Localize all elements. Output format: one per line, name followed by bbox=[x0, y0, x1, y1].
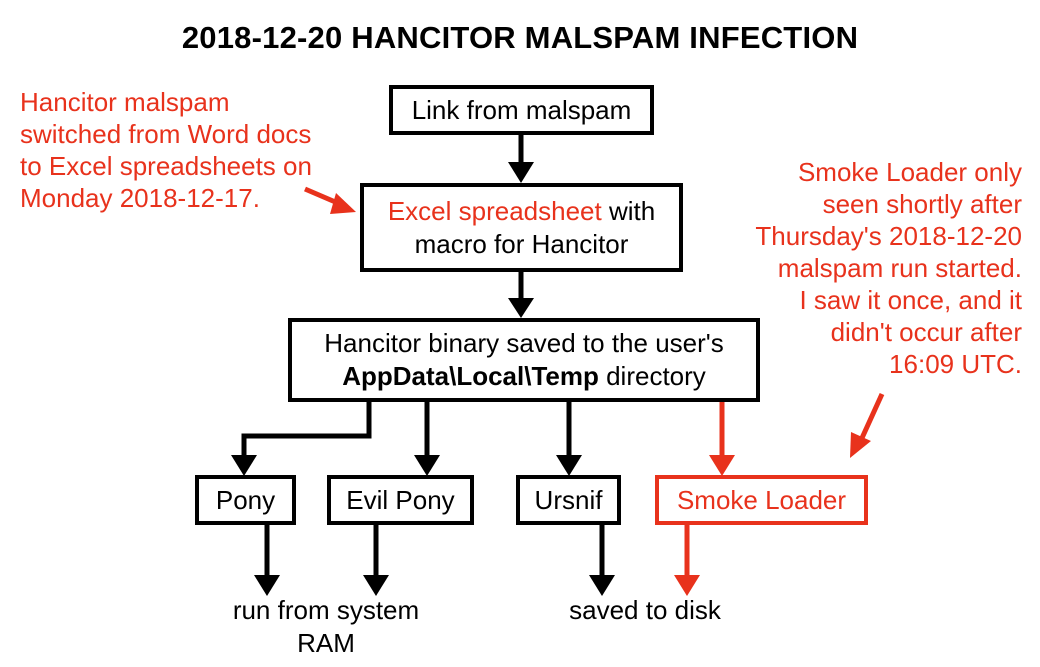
node-excel-red-label: Excel spreadsheet bbox=[387, 195, 602, 226]
pointer-right-note bbox=[859, 392, 885, 440]
note-right-line: malspam run started. bbox=[777, 253, 1022, 283]
node-link-label: Link from malspam bbox=[411, 94, 632, 125]
arrowhead-ursnif-to-disk bbox=[589, 575, 615, 596]
note-right-line: seen shortly after bbox=[822, 189, 1022, 219]
arrowhead-evil-pony-to-ram bbox=[363, 575, 389, 596]
arrowhead-binary-to-evil-pony bbox=[414, 455, 440, 476]
diagram-title: 2018-12-20 HANCITOR MALSPAM INFECTION bbox=[181, 20, 859, 55]
arrowhead-excel-to-binary bbox=[508, 298, 534, 318]
node-hancitor-binary: Hancitor binary saved to the user's AppD… bbox=[288, 318, 760, 402]
arrow-binary-to-pony bbox=[241, 400, 372, 458]
node-ursnif: Ursnif bbox=[516, 475, 621, 525]
note-left-line: switched from Word docs bbox=[20, 119, 312, 149]
note-right-line: didn't occur after bbox=[830, 317, 1022, 347]
pointer-left-note-head bbox=[330, 193, 356, 214]
note-left-line: to Excel spreadsheets on bbox=[20, 151, 312, 181]
node-evil-pony: Evil Pony bbox=[327, 475, 474, 525]
arrowhead-binary-to-pony bbox=[231, 455, 257, 476]
caption-system-ram: run from system RAM bbox=[206, 594, 446, 660]
arrowhead-link-to-excel bbox=[508, 162, 534, 183]
node-smoke-loader-label: Smoke Loader bbox=[676, 484, 847, 515]
node-pony: Pony bbox=[195, 475, 296, 525]
node-excel-spreadsheet: Excel spreadsheet with macro for Hancito… bbox=[360, 183, 683, 272]
note-right: Smoke Loader only seen shortly after Thu… bbox=[755, 156, 1022, 380]
note-right-line: 16:09 UTC. bbox=[889, 349, 1022, 379]
caption-ram-line1: run from system bbox=[232, 595, 420, 625]
note-left: Hancitor malspam switched from Word docs… bbox=[20, 86, 312, 214]
node-binary-label-line1: Hancitor binary saved to the user's bbox=[324, 328, 724, 358]
node-ursnif-label: Ursnif bbox=[534, 484, 603, 515]
node-excel-label-line2: macro for Hancitor bbox=[414, 228, 629, 259]
caption-ram-line2: RAM bbox=[297, 628, 355, 658]
caption-saved-to-disk: saved to disk bbox=[545, 594, 745, 627]
node-excel-label-rest: with bbox=[601, 195, 656, 226]
node-pony-label: Pony bbox=[215, 484, 276, 515]
node-link-from-malspam: Link from malspam bbox=[389, 85, 654, 135]
node-binary-path: AppData\Local\Temp bbox=[342, 361, 599, 391]
note-right-line: Smoke Loader only bbox=[797, 157, 1022, 187]
note-right-line: I saw it once, and it bbox=[799, 285, 1022, 315]
pointer-right-note-head bbox=[850, 432, 871, 458]
arrowhead-pony-to-ram bbox=[254, 575, 280, 596]
arrowhead-binary-to-smoke-loader bbox=[709, 455, 735, 476]
caption-disk-line1: saved to disk bbox=[569, 595, 721, 625]
arrowhead-binary-to-ursnif bbox=[556, 455, 582, 476]
node-evil-pony-label: Evil Pony bbox=[346, 484, 455, 515]
note-left-line: Monday 2018-12-17. bbox=[20, 183, 260, 213]
node-smoke-loader: Smoke Loader bbox=[655, 475, 868, 525]
note-right-line: Thursday's 2018-12-20 bbox=[755, 221, 1022, 251]
arrowhead-smoke-loader-to-disk bbox=[674, 575, 700, 596]
note-left-line: Hancitor malspam bbox=[20, 87, 230, 117]
node-binary-label-rest: directory bbox=[598, 361, 706, 391]
